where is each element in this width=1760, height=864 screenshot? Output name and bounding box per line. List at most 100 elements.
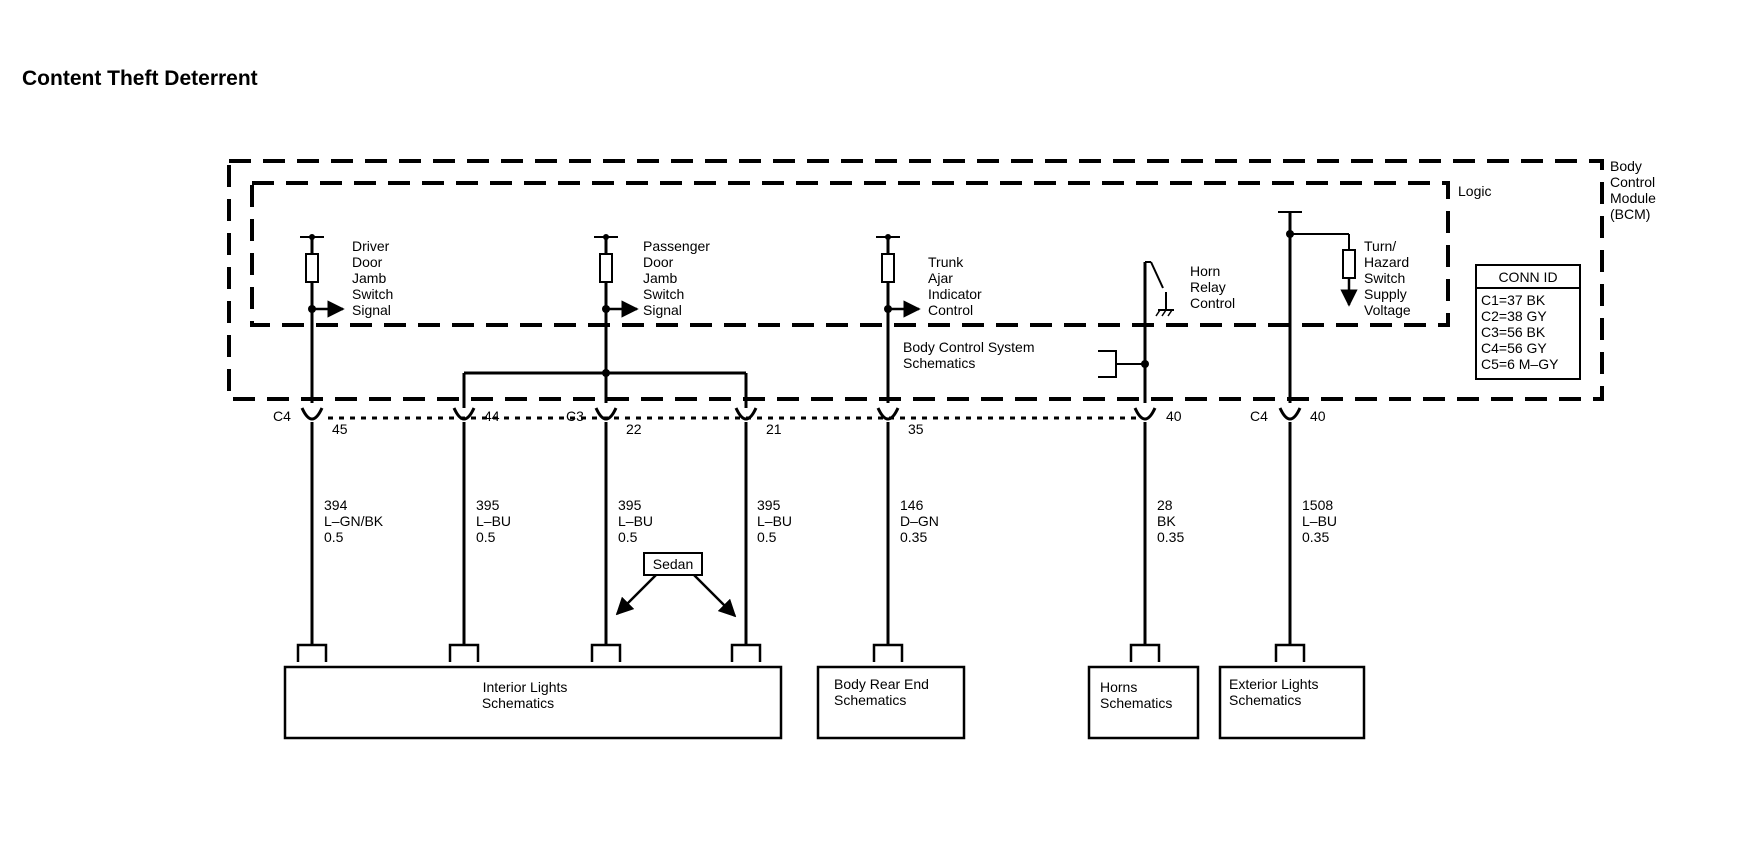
pullup-resistor-trunk	[881, 253, 895, 283]
svg-text:Horn: Horn	[1190, 263, 1220, 279]
connector-pin-44	[452, 407, 476, 421]
svg-text:Hazard: Hazard	[1364, 254, 1409, 270]
trunk-signal-label: Trunk Ajar Indicator Control	[928, 254, 982, 318]
svg-text:Control: Control	[1190, 295, 1235, 311]
svg-text:22: 22	[626, 421, 642, 437]
svg-text:Relay: Relay	[1190, 279, 1226, 295]
svg-text:Driver: Driver	[352, 238, 390, 254]
wire-label-395-a: 395 L–BU 0.5	[476, 497, 511, 545]
conn-id-table: CONN ID C1=37 BK C2=38 GY C3=56 BK C4=56…	[1475, 264, 1581, 380]
svg-text:Schematics: Schematics	[482, 695, 554, 711]
svg-text:40: 40	[1310, 408, 1326, 424]
svg-text:Voltage: Voltage	[1364, 302, 1411, 318]
connector-labels: C4 C3 C4 45 44 22 21 35 40 40	[273, 408, 1326, 437]
svg-text:Schematics: Schematics	[834, 692, 906, 708]
wire-label-395-b: 395 L–BU 0.5	[618, 497, 653, 545]
svg-text:394: 394	[324, 497, 348, 513]
wire-pin-44	[452, 373, 476, 645]
wire-label-1508: 1508 L–BU 0.35	[1302, 497, 1337, 545]
connector-pin-22	[594, 407, 618, 421]
svg-text:1508: 1508	[1302, 497, 1333, 513]
svg-text:Control: Control	[1610, 174, 1655, 190]
svg-text:C4=56 GY: C4=56 GY	[1481, 340, 1547, 356]
svg-text:C1=37 BK: C1=37 BK	[1481, 292, 1546, 308]
horn-relay-switch	[1150, 261, 1164, 289]
destination-exterior-lights: Exterior Lights Schematics	[1218, 665, 1366, 740]
connector-pin-40-turn	[1278, 407, 1302, 421]
svg-text:(BCM): (BCM)	[1610, 206, 1650, 222]
trunk-circuit	[876, 234, 921, 645]
svg-text:Sedan: Sedan	[653, 556, 693, 572]
svg-text:Switch: Switch	[643, 286, 684, 302]
wire-label-146: 146 D–GN 0.35	[900, 497, 939, 545]
svg-text:C2=38 GY: C2=38 GY	[1481, 308, 1547, 324]
svg-text:395: 395	[476, 497, 500, 513]
svg-text:C3=56 BK: C3=56 BK	[1481, 324, 1546, 340]
svg-text:21: 21	[766, 421, 782, 437]
svg-text:CONN ID: CONN ID	[1498, 269, 1557, 285]
svg-text:D–GN: D–GN	[900, 513, 939, 529]
svg-text:Module: Module	[1610, 190, 1656, 206]
svg-text:Schematics: Schematics	[903, 355, 975, 371]
svg-text:Switch: Switch	[352, 286, 393, 302]
svg-text:Turn/: Turn/	[1364, 238, 1396, 254]
passenger-signal-label: Passenger Door Jamb Switch Signal	[643, 238, 710, 318]
svg-text:Body: Body	[1610, 158, 1642, 174]
svg-text:Interior Lights: Interior Lights	[483, 679, 568, 695]
logic-label: Logic	[1458, 183, 1491, 199]
wire-label-395-c: 395 L–BU 0.5	[757, 497, 792, 545]
svg-text:C4: C4	[1250, 408, 1268, 424]
bcm-boundary	[227, 159, 1604, 401]
body-control-reference: Body Control System Schematics	[903, 339, 1145, 378]
svg-text:40: 40	[1166, 408, 1182, 424]
svg-text:L–BU: L–BU	[757, 513, 792, 529]
logic-boundary	[250, 181, 1450, 327]
svg-text:0.5: 0.5	[476, 529, 496, 545]
svg-text:44: 44	[484, 408, 500, 424]
svg-text:Jamb: Jamb	[643, 270, 677, 286]
svg-text:C5=6 M–GY: C5=6 M–GY	[1481, 356, 1559, 372]
svg-text:L–BU: L–BU	[1302, 513, 1337, 529]
terminal-stubs	[296, 643, 1306, 662]
svg-text:0.35: 0.35	[900, 529, 927, 545]
svg-text:0.5: 0.5	[618, 529, 638, 545]
horn-signal-label: Horn Relay Control	[1190, 263, 1235, 311]
page-title: Content Theft Deterrent	[22, 67, 258, 90]
destination-horns: Horns Schematics	[1087, 665, 1200, 740]
pullup-resistor-passenger	[599, 253, 613, 283]
svg-text:Supply: Supply	[1364, 286, 1407, 302]
turn-signal-label: Turn/ Hazard Switch Supply Voltage	[1364, 238, 1411, 318]
sedan-option-callout: Sedan	[615, 552, 737, 618]
connector-pin-35	[876, 407, 900, 421]
svg-text:146: 146	[900, 497, 924, 513]
connector-pin-40-horn	[1133, 407, 1157, 421]
svg-text:0.5: 0.5	[324, 529, 344, 545]
wire-pin-21	[734, 373, 758, 645]
destination-interior-lights: Interior Lights Schematics	[283, 665, 783, 740]
svg-text:35: 35	[908, 421, 924, 437]
svg-text:395: 395	[757, 497, 781, 513]
svg-text:Control: Control	[928, 302, 973, 318]
wire-label-394: 394 L–GN/BK 0.5	[324, 497, 384, 545]
svg-text:0.35: 0.35	[1157, 529, 1184, 545]
svg-text:Door: Door	[352, 254, 383, 270]
pullup-resistor-driver	[305, 253, 319, 283]
svg-text:Passenger: Passenger	[643, 238, 710, 254]
svg-text:395: 395	[618, 497, 642, 513]
svg-text:Horns: Horns	[1100, 679, 1137, 695]
destination-body-rear-end: Body Rear End Schematics	[816, 665, 966, 740]
supply-resistor	[1342, 249, 1356, 279]
wire-label-28: 28 BK 0.35	[1157, 497, 1184, 545]
svg-text:Switch: Switch	[1364, 270, 1405, 286]
svg-text:Trunk: Trunk	[928, 254, 964, 270]
svg-text:Indicator: Indicator	[928, 286, 982, 302]
svg-text:C3: C3	[566, 408, 584, 424]
turn-hazard-circuit	[1278, 211, 1358, 645]
svg-text:Signal: Signal	[352, 302, 391, 318]
svg-text:Jamb: Jamb	[352, 270, 386, 286]
passenger-circuit	[594, 234, 639, 645]
svg-text:28: 28	[1157, 497, 1173, 513]
svg-text:0.35: 0.35	[1302, 529, 1329, 545]
svg-text:45: 45	[332, 421, 348, 437]
